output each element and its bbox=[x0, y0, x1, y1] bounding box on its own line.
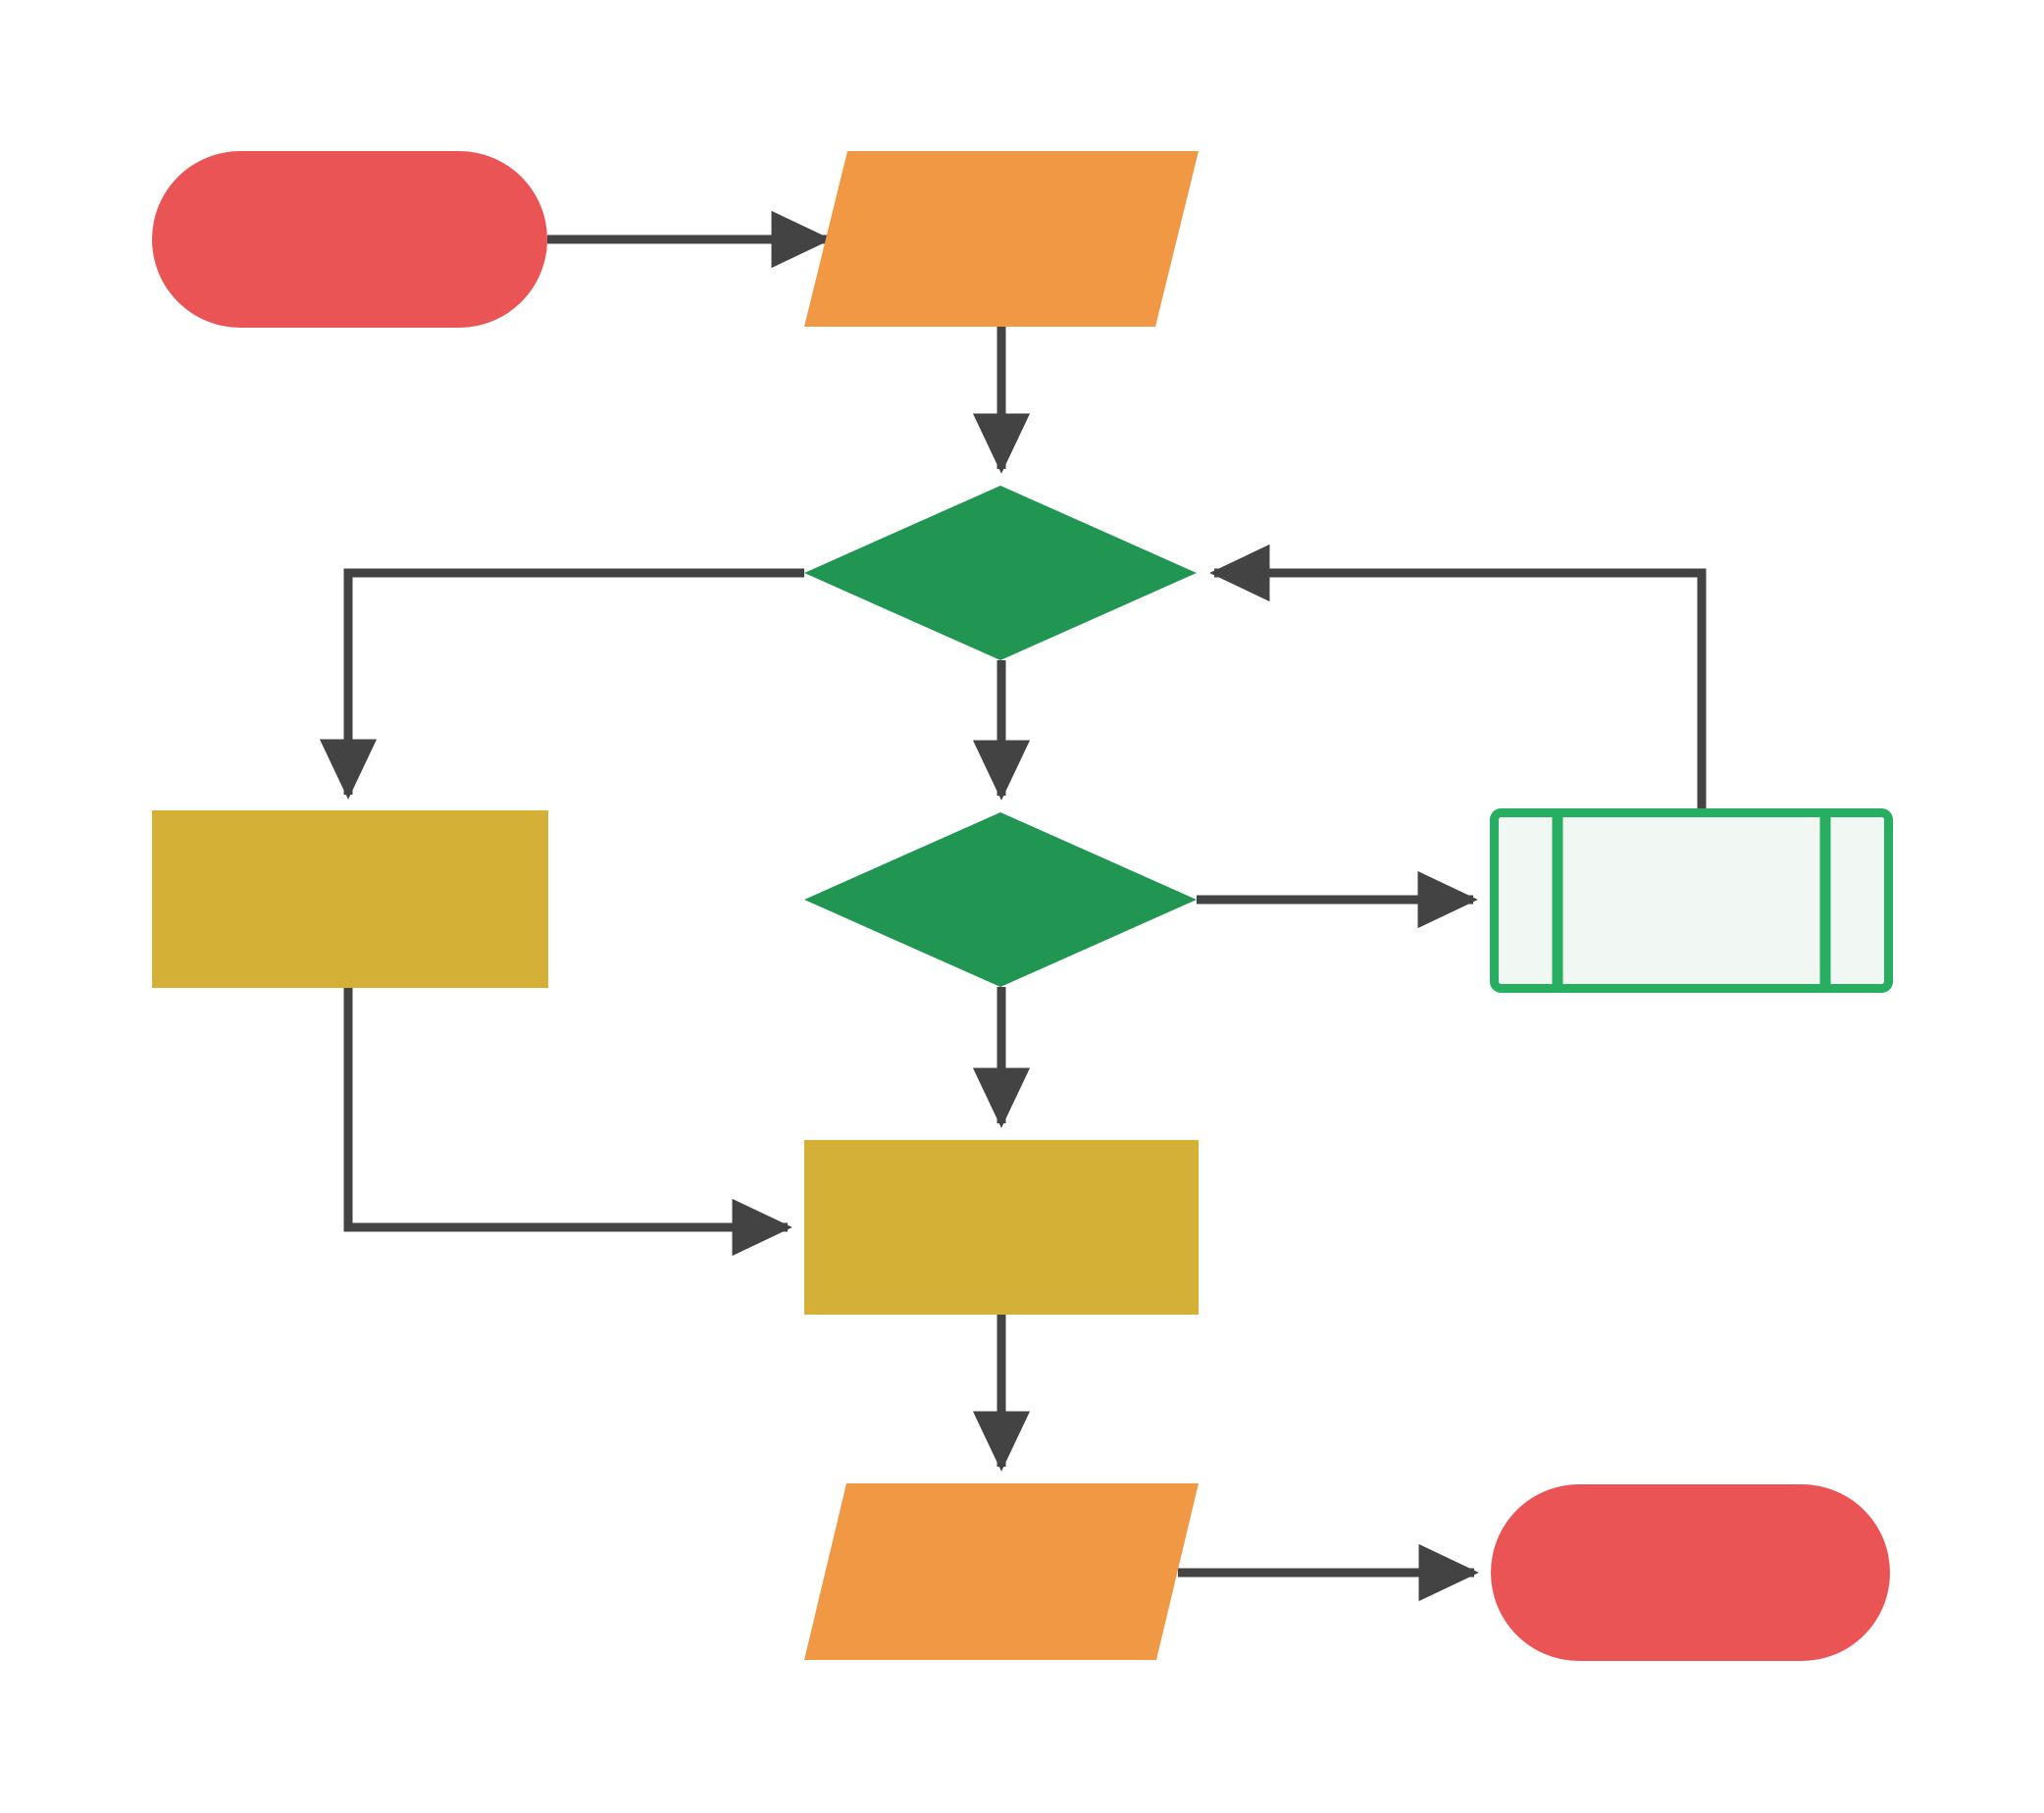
connector-layer bbox=[319, 210, 1707, 1602]
connector-process-left-to-process-center bbox=[343, 988, 792, 1257]
node-subroutine-predefined-process[interactable] bbox=[1490, 808, 1893, 993]
node-layer bbox=[152, 151, 1893, 1661]
node-process-center-rectangle[interactable] bbox=[804, 1140, 1199, 1315]
node-input-parallelogram[interactable] bbox=[804, 151, 1199, 327]
node-end-terminator[interactable] bbox=[1491, 1484, 1890, 1661]
connector-subroutine-to-decision-1 bbox=[1209, 544, 1707, 808]
node-decision-1-diamond[interactable] bbox=[804, 486, 1197, 660]
node-output-parallelogram[interactable] bbox=[804, 1483, 1199, 1660]
subroutine-outer-frame bbox=[1490, 808, 1893, 993]
connector-decision-1-to-process-left bbox=[319, 568, 804, 800]
node-process-left-rectangle[interactable] bbox=[152, 810, 548, 988]
node-decision-2-diamond[interactable] bbox=[804, 812, 1197, 987]
node-start-terminator[interactable] bbox=[152, 151, 547, 328]
